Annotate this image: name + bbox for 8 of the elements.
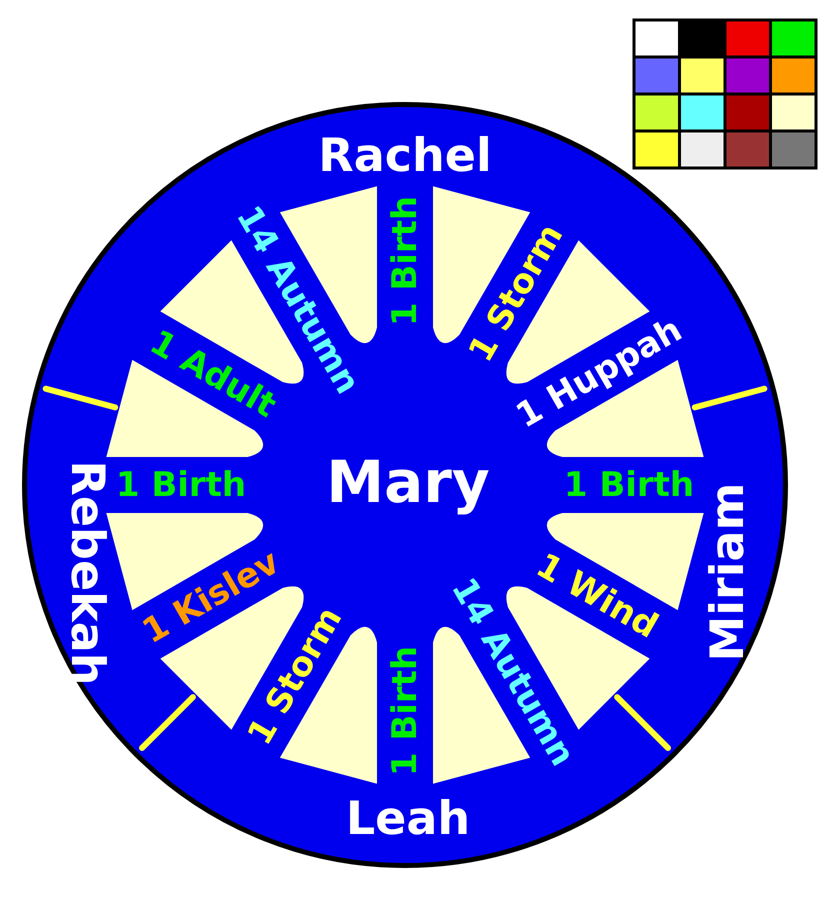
spoke-label: 1 Birth: [564, 468, 694, 502]
spoke-label: 1 Birth: [388, 196, 422, 326]
rim-label: Rebekah: [65, 460, 111, 686]
rim-label: Rachel: [318, 132, 492, 178]
rim-label: Leah: [346, 795, 470, 841]
spoke-label: 1 Birth: [116, 468, 246, 502]
spoke-label: 1 Birth: [388, 646, 422, 776]
rim-label: Miriam: [704, 482, 750, 662]
